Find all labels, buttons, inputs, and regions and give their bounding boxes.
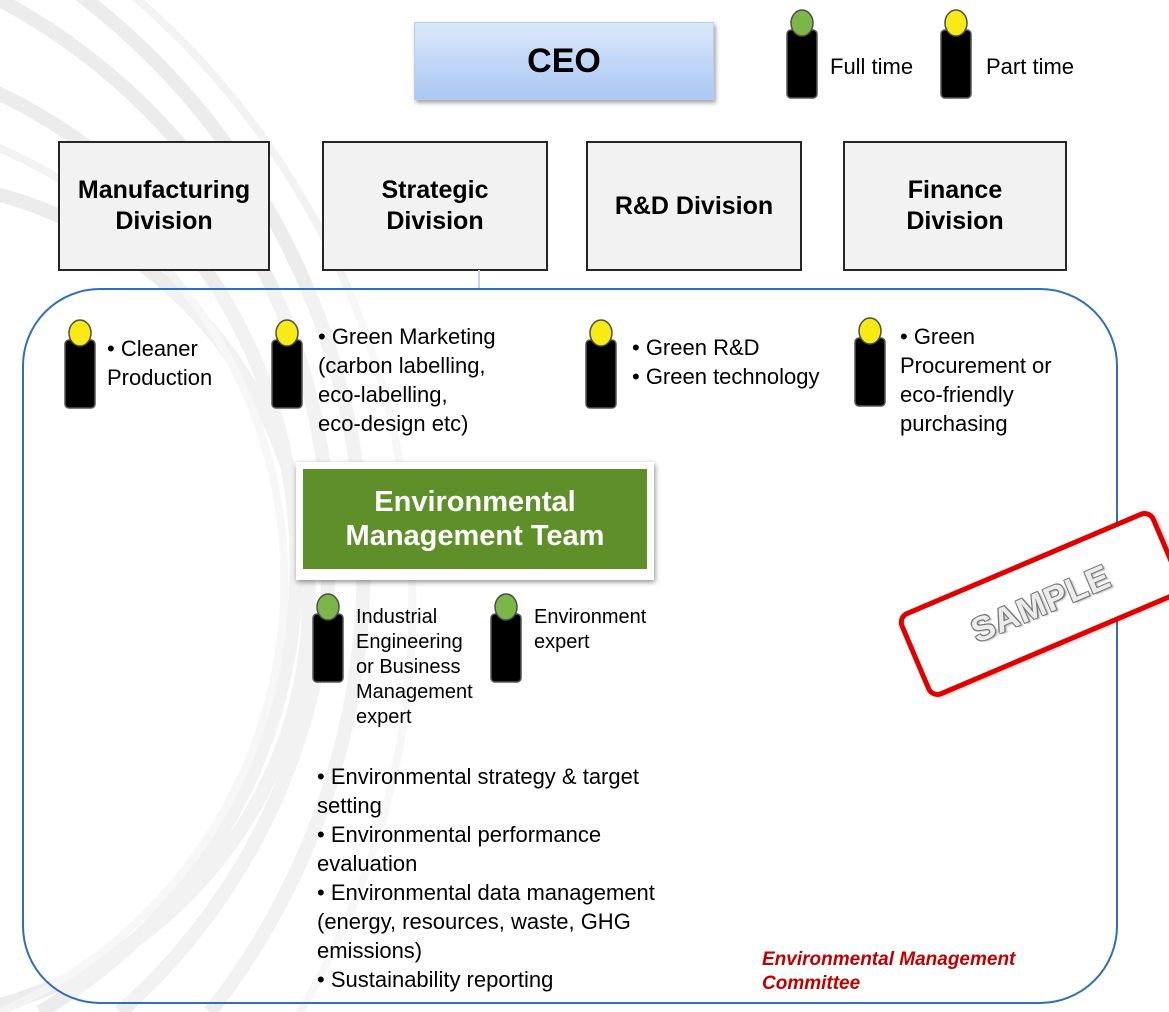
person-part-time-icon [64,319,96,409]
division-label: Manufacturing Division [77,176,251,235]
role-text-cleaner-production: • Cleaner Production [107,336,213,390]
committee-label: Environmental Management Committee [762,949,1016,994]
connector-line [478,270,480,290]
ceo-box: CEO [414,22,714,100]
division-finance: Finance Division [843,141,1067,271]
legend-full-time-label: Full time [830,54,914,79]
person-part-time-icon [271,319,303,409]
person-part-time-icon [854,317,886,407]
person-full-time-icon [786,9,818,99]
team-responsibilities: • Environmental strategy & target settin… [317,764,655,992]
division-label: R&D Division [614,191,774,220]
environmental-management-team-box: Environmental Management Team [296,462,654,580]
role-text-green-marketing: • Green Marketing (carbon labelling, eco… [318,324,496,436]
legend: Full time Part time [780,8,1120,100]
division-rd: R&D Division [586,141,802,271]
team-member-environment-expert: Environment expert [534,606,647,653]
ceo-label: CEO [527,41,601,80]
team-title: Environmental Management Team [303,469,647,569]
division-label: Finance Division [906,176,1004,235]
person-part-time-icon [940,9,972,99]
person-part-time-icon [585,319,617,409]
person-full-time-icon [312,593,344,683]
role-text-green-rd: • Green R&D • Green technology [632,335,820,389]
team-member-industrial-expert: Industrial Engineering or Business Manag… [356,606,473,728]
person-full-time-icon [490,593,522,683]
legend-part-time-label: Part time [986,54,1075,79]
division-manufacturing: Manufacturing Division [58,141,270,271]
division-label: Strategic Division [381,176,489,235]
division-strategic: Strategic Division [322,141,548,271]
role-text-green-procurement: • Green Procurement or eco-friendly purc… [900,324,1052,436]
